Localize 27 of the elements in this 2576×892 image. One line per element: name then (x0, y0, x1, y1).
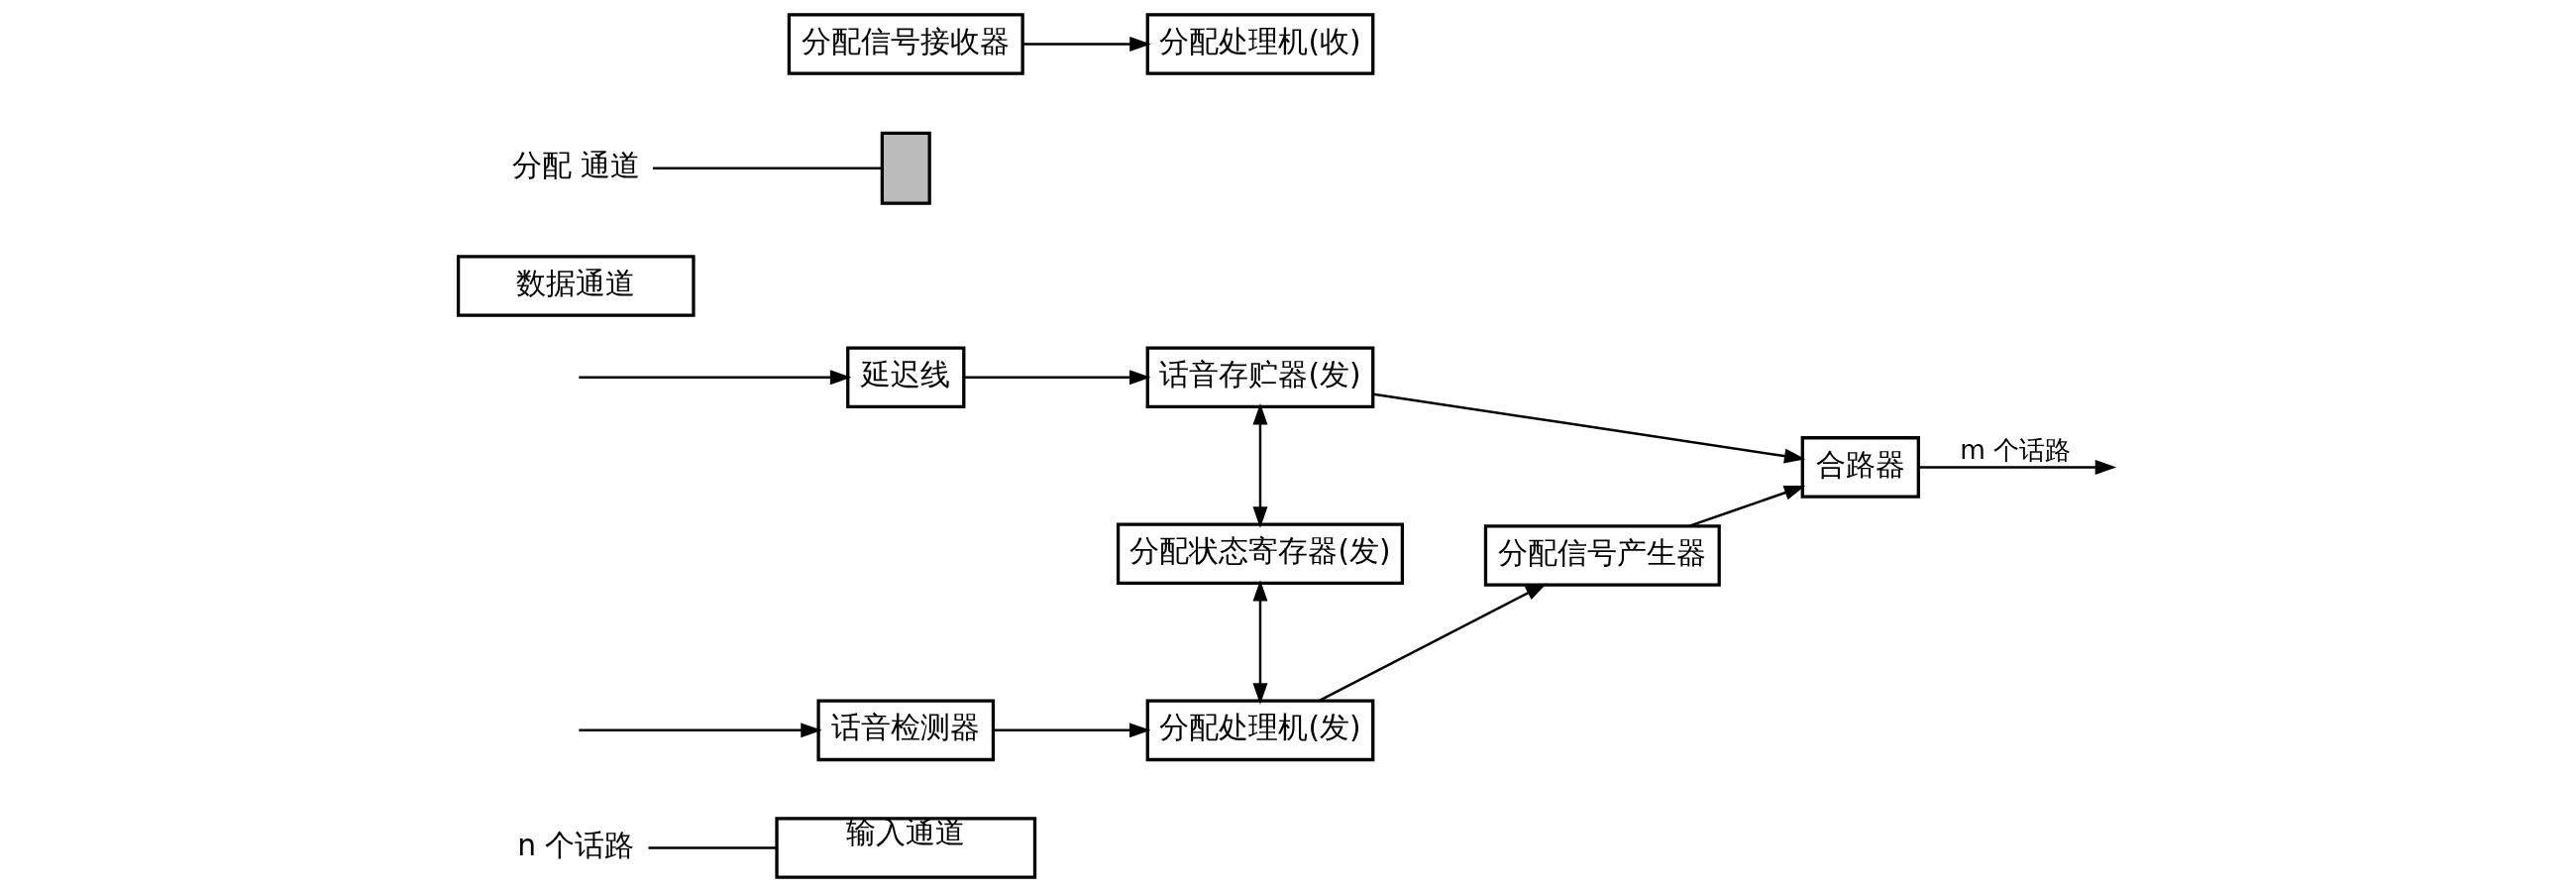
node-box: 合路器 (1800, 436, 1920, 499)
node-box: 分配信号接收器 (787, 13, 1024, 75)
arrow (1372, 392, 1805, 464)
node-box: 分配处理机(发) (1145, 699, 1374, 762)
node-box: 延迟线 (845, 346, 965, 409)
node-box: 分配处理机(收) (1145, 13, 1374, 75)
arrow (1318, 583, 1547, 702)
node-box: 话音存贮器(发) (1145, 346, 1374, 409)
node-box: 分配信号产生器 (1483, 524, 1721, 587)
node-text: n 个话路 (516, 827, 634, 862)
node-box: 话音检测器 (815, 699, 995, 762)
node-box: 数据通道 (456, 255, 696, 317)
edge-label: m 个话路 (1959, 434, 2071, 465)
node-text: 分配 通道 (511, 148, 640, 183)
arrow (578, 370, 851, 386)
arrow (1021, 36, 1151, 52)
node-box (880, 131, 931, 205)
arrow (963, 370, 1150, 386)
connector (647, 846, 776, 849)
arrow (1688, 486, 1805, 527)
connector (652, 167, 882, 169)
arrow (1918, 459, 2116, 475)
arrow (1251, 403, 1267, 528)
node-box: 分配状态寄存器(发) (1116, 522, 1404, 586)
arrow (993, 723, 1150, 738)
arrow (1251, 580, 1267, 705)
arrow (578, 723, 822, 738)
